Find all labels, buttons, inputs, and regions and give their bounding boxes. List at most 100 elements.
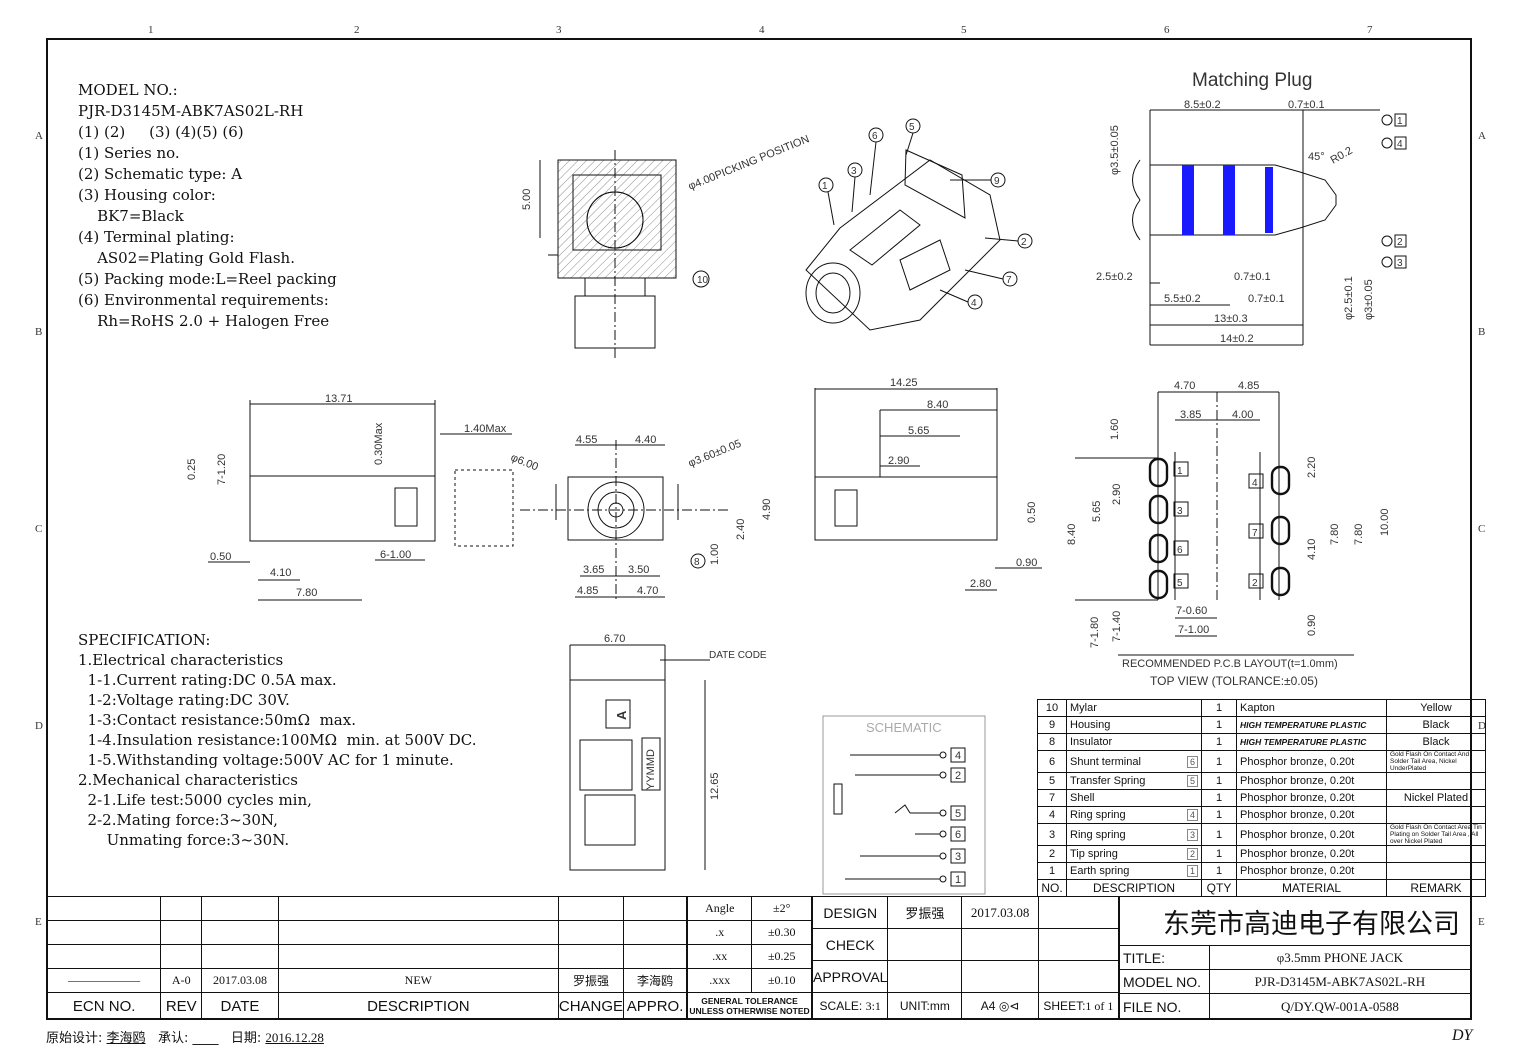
rev-appro: 李海鸥	[623, 968, 687, 993]
footer: 原始设计: 李海鸥 承认: ____ 日期: 2016.12.28	[46, 1027, 324, 1046]
approval-label: APPROVAL	[811, 960, 889, 993]
side-dim: 0.50	[210, 551, 231, 563]
plug-dim: 13±0.3	[1214, 313, 1248, 325]
spec-line: 1-2:Voltage rating:DC 30V.	[78, 691, 290, 709]
side-dim: 7-1.20	[216, 454, 228, 485]
ecn-value: ——————	[46, 968, 162, 993]
zone-e-right: E	[1478, 916, 1485, 928]
schematic-pin: 6	[955, 829, 961, 841]
iso-label-5: 5	[909, 122, 915, 133]
iso-label-4: 4	[971, 298, 977, 309]
tol-label: .x	[686, 920, 753, 945]
pcb-dim: 3.85	[1180, 409, 1201, 421]
tol-value: ±0.30	[751, 920, 812, 945]
spec-line: 1.Electrical characteristics	[78, 651, 284, 669]
zone-b-right: B	[1478, 326, 1486, 338]
pcb-dim: 0.90	[1306, 615, 1318, 636]
bom-no: 2	[1037, 845, 1067, 863]
zone-5: 5	[961, 24, 967, 36]
change-header: CHANGE	[557, 992, 625, 1020]
bom-description: Insulator	[1066, 733, 1202, 751]
side-dim: 7.80	[296, 587, 317, 599]
model-legend: (1) (2) (3) (4)(5) (6)	[78, 123, 244, 141]
model-line: (4) Terminal plating:	[78, 228, 235, 246]
zone-c-left: C	[35, 523, 43, 535]
unit-label: UNIT:mm	[887, 992, 963, 1020]
bom-qty: 1	[1201, 862, 1237, 880]
side-view	[208, 400, 514, 601]
bom-no: 1	[1037, 862, 1067, 880]
model-line: (2) Schematic type: A	[78, 165, 243, 183]
bom-material: Phosphor bronze, 0.20t	[1236, 823, 1387, 846]
pcb-pin: 3	[1177, 506, 1183, 517]
bom-material: Phosphor bronze, 0.20t	[1236, 750, 1387, 773]
bom-description: Housing	[1066, 716, 1202, 734]
zone-d-left: D	[35, 720, 43, 732]
plug-dim: 0.7±0.1	[1288, 99, 1325, 111]
back-dim: 8.40	[927, 399, 948, 411]
isometric-view	[805, 118, 1033, 331]
bom-no: 10	[1037, 699, 1067, 717]
back-dim: 0.50	[1026, 502, 1038, 523]
design-name: 罗振强	[887, 896, 963, 929]
spec-line: 1-3:Contact resistance:50mΩ max.	[78, 711, 356, 729]
date-label: 日期:	[230, 1031, 262, 1046]
file-label: FILE NO.	[1119, 993, 1210, 1020]
title-label: TITLE:	[1119, 945, 1210, 970]
bom-remark	[1386, 806, 1486, 824]
bom-material: HIGH TEMPERATURE PLASTIC	[1236, 733, 1387, 751]
tol-value: ±0.25	[751, 944, 812, 969]
front-dim: φ3.60±0.05	[687, 438, 743, 470]
model-number: PJR-D3145M-ABK7AS02L-RH	[78, 102, 304, 120]
front-dim: φ6.00	[509, 452, 540, 474]
bom-material: Phosphor bronze, 0.20t	[1236, 806, 1387, 824]
zone-4: 4	[759, 24, 765, 36]
picking-position-label: φ4.00PICKING POSITION	[687, 133, 812, 193]
bom-material: Phosphor bronze, 0.20t	[1236, 772, 1387, 790]
rev-value: A-0	[160, 968, 203, 993]
spec-heading: SPECIFICATION:	[78, 631, 211, 649]
bom-remark: Yellow	[1386, 699, 1486, 717]
bom-qty: 1	[1201, 716, 1237, 734]
company-name: 东莞市高迪电子有限公司	[1119, 896, 1471, 946]
zone-a-right: A	[1478, 130, 1486, 142]
scale-value: 3:1	[865, 998, 881, 1013]
bom-remark	[1386, 772, 1486, 790]
bom-qty: 1	[1201, 823, 1237, 846]
iso-label-7: 7	[1006, 275, 1012, 286]
schematic-pin: 2	[955, 770, 961, 782]
pcb-dim: 7-1.00	[1178, 624, 1209, 636]
bom-remark: Black	[1386, 716, 1486, 734]
tol-value: ±2°	[751, 896, 812, 921]
schematic-pin: 1	[955, 874, 961, 886]
side-dim: 0.25	[186, 459, 198, 480]
schematic-pin: 4	[955, 750, 961, 762]
front-dim: 4.40	[635, 434, 656, 446]
title-block: 东莞市高迪电子有限公司 TITLE: φ3.5mm PHONE JACK MOD…	[1119, 896, 1472, 1020]
tol-label: Angle	[686, 896, 753, 921]
plug-dim: 45°	[1308, 151, 1325, 163]
zone-1: 1	[148, 24, 154, 36]
plug-dim: φ3±0.05	[1363, 279, 1375, 320]
back-view	[814, 388, 1042, 591]
bom-remark: Gold Flash On Contact And Solder Tail Ar…	[1386, 750, 1486, 773]
model-value: PJR-D3145M-ABK7AS02L-RH	[1208, 969, 1472, 994]
front-dim: 4.55	[576, 434, 597, 446]
bom-tag: 2	[1186, 848, 1198, 860]
sheet-label: SHEET:	[1043, 998, 1086, 1013]
front-dim: 4.90	[761, 499, 773, 520]
callout-10: 10	[697, 275, 709, 286]
spec-line: 2-2.Mating force:3~30N,	[78, 811, 278, 829]
bom-header-qty: QTY	[1201, 879, 1237, 897]
front-dim: 1.00	[709, 544, 721, 565]
bom-header-remark: REMARK	[1386, 879, 1486, 897]
bom-material: Kapton	[1236, 699, 1387, 717]
bom-tag: 6	[1186, 755, 1198, 768]
